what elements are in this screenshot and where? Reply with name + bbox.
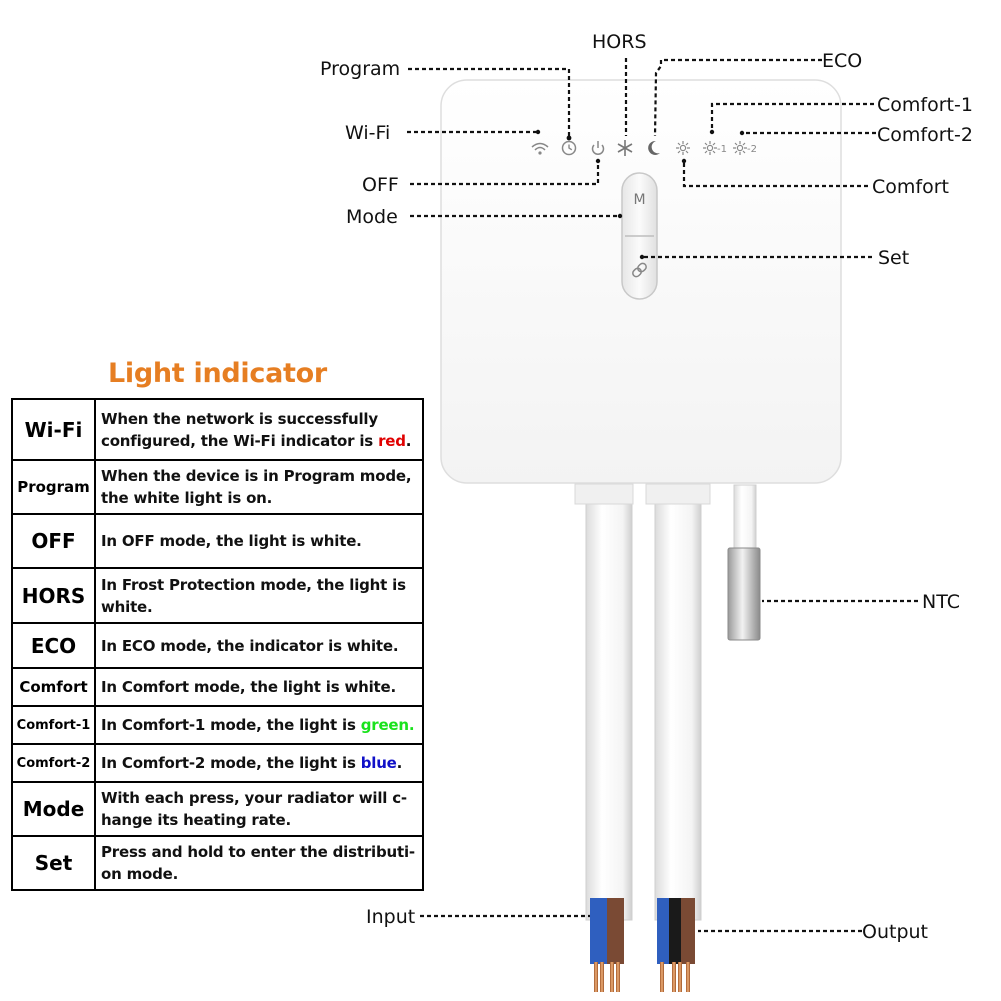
row-description: In Comfort mode, the light is white. [94,667,424,707]
callout-output: Output [862,921,928,943]
row-description: In ECO mode, the indicator is white. [94,622,424,669]
table-row: HORS In Frost Protection mode, the light… [11,567,424,624]
row-description: In OFF mode, the light is white. [94,513,424,569]
legend-title: Light indicator [108,358,327,389]
comfort1-led-label: -1 [717,144,727,155]
light-indicator-table: Wi-Fi When the network is successfully c… [11,398,424,891]
callout-program: Program [320,58,400,80]
table-row: OFF In OFF mode, the light is white. [11,513,424,569]
leader-lines [407,58,918,933]
callout-comfort: Comfort [872,176,949,198]
sun-comfort1-icon [703,141,717,155]
power-icon [591,141,605,156]
table-row: Wi-Fi When the network is successfully c… [11,398,424,461]
output-cable [645,483,711,992]
row-name: HORS [11,567,96,624]
callout-comfort2: Comfort-2 [877,124,973,146]
sun-comfort-icon [676,141,690,155]
callout-input: Input [366,906,415,928]
callout-set: Set [878,247,909,269]
mode-button[interactable]: M [624,176,655,235]
set-button[interactable] [624,238,655,297]
callout-eco: ECO [822,50,862,72]
ntc-sensor [727,484,761,641]
callout-off: OFF [362,174,399,196]
table-row: Comfort-2 In Comfort-2 mode, the light i… [11,743,424,783]
moon-icon [648,140,660,155]
row-description: In Comfort-2 mode, the light is blue. [94,743,424,783]
wifi-icon [531,142,549,155]
mode-button-label: M [633,192,645,208]
row-keyword: red [378,431,406,450]
row-description: In Frost Protection mode, the light is w… [94,567,424,624]
row-description: When the network is successfully configu… [94,398,424,461]
row-name: Comfort [11,667,96,707]
row-name: Set [11,835,96,891]
snowflake-icon [617,140,633,156]
callout-wifi: Wi-Fi [345,122,390,144]
callout-hors: HORS [592,31,647,53]
comfort2-led-label: -2 [747,144,757,155]
table-row: Comfort-1 In Comfort-1 mode, the light i… [11,705,424,745]
clock-icon [561,140,577,156]
callout-mode: Mode [346,206,398,228]
row-description: In Comfort-1 mode, the light is green. [94,705,424,745]
table-row: Program When the device is in Program mo… [11,459,424,515]
callout-comfort1: Comfort-1 [877,94,973,116]
row-name: ECO [11,622,96,669]
sun-comfort2-icon [733,141,747,155]
row-keyword: green. [360,716,415,734]
row-name: Program [11,459,96,515]
row-name: OFF [11,513,96,569]
row-name: Wi-Fi [11,398,96,461]
link-icon [632,262,647,278]
row-name: Comfort-2 [11,743,96,783]
table-row: ECO In ECO mode, the indicator is white. [11,622,424,669]
table-row: Comfort In Comfort mode, the light is wh… [11,667,424,707]
table-row: Set Press and hold to enter the distribu… [11,835,424,891]
row-description: With each press, your radiator will c-ha… [94,781,424,837]
row-name: Mode [11,781,96,837]
row-description: When the device is in Program mode, the … [94,459,424,515]
row-name: Comfort-1 [11,705,96,745]
row-keyword: blue [360,754,397,772]
input-cable [574,483,634,992]
callout-ntc: NTC [922,591,960,613]
table-row: Mode With each press, your radiator will… [11,781,424,837]
row-description: Press and hold to enter the distributi-o… [94,835,424,891]
